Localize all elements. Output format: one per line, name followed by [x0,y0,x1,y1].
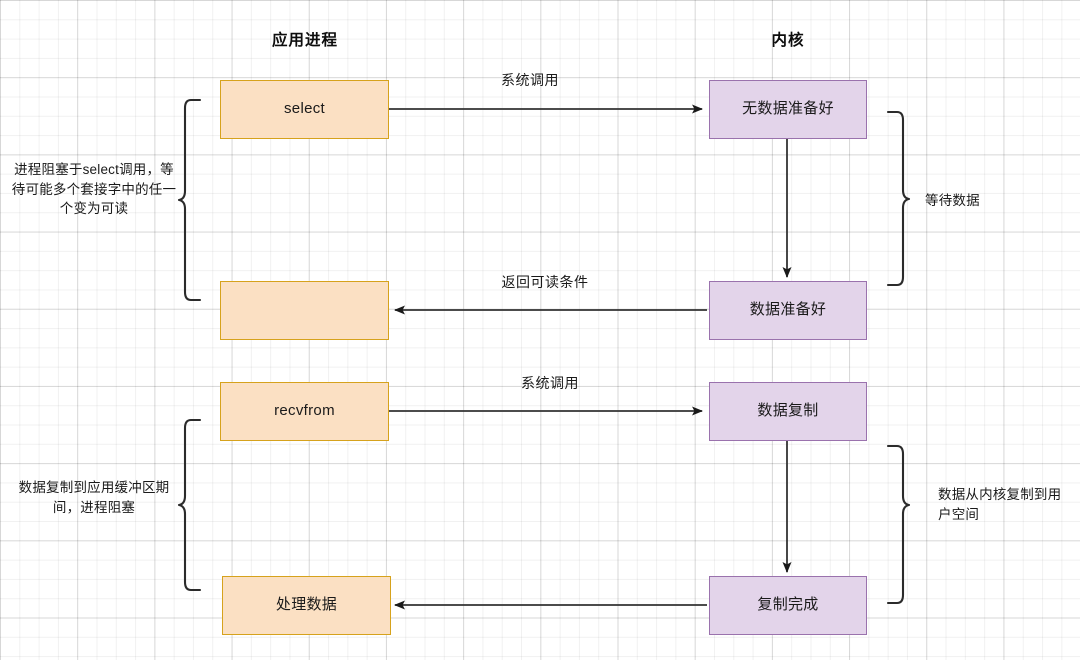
brace-left-top [177,98,202,302]
node-no-data-label: 无数据准备好 [742,100,834,118]
annotation-right-top: 等待数据 [925,193,980,208]
column-title-kernel: 内核 [771,32,805,49]
annotation-left-top: 进程阻塞于select调用，等待可能多个套接字中的任一个变为可读 [11,162,177,217]
node-process-data[interactable]: 处理数据 [222,576,391,635]
node-select-label: select [284,100,325,118]
node-data-copy-label: 数据复制 [757,402,819,420]
edge-label-syscall-1: 系统调用 [501,72,559,88]
brace-right-top [886,110,911,287]
edge-label-syscall-2: 系统调用 [521,375,579,391]
brace-right-bottom [886,444,911,605]
node-copy-done[interactable]: 复制完成 [709,576,867,635]
node-recvfrom[interactable]: recvfrom [220,382,389,441]
annotation-right-bottom: 数据从内核复制到用户空间 [938,487,1062,522]
node-data-ready[interactable]: 数据准备好 [709,281,867,340]
node-select[interactable]: select [220,80,389,139]
column-title-app: 应用进程 [271,32,338,49]
node-no-data[interactable]: 无数据准备好 [709,80,867,139]
node-copy-done-label: 复制完成 [757,596,819,614]
node-data-copy[interactable]: 数据复制 [709,382,867,441]
brace-left-bottom [177,418,202,592]
node-process-data-label: 处理数据 [275,596,338,614]
node-recvfrom-label: recvfrom [274,402,335,420]
annotation-left-bottom: 数据复制到应用缓冲区期间，进程阻塞 [18,480,170,515]
node-data-ready-label: 数据准备好 [749,301,827,319]
node-app-blocked[interactable] [220,281,389,340]
edge-label-return-readable: 返回可读条件 [501,274,589,290]
